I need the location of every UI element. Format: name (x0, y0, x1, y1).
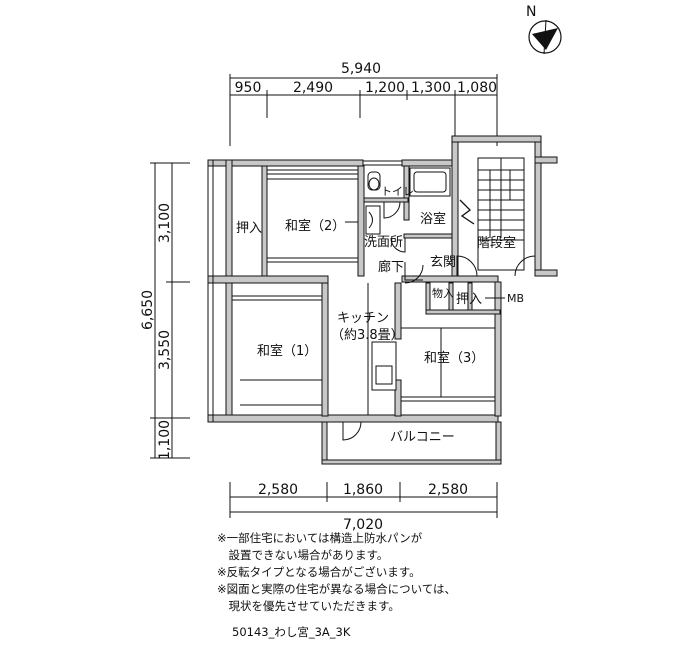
top-dimension-5: 1,080 (457, 80, 497, 96)
toilet-label: トイレ (381, 185, 414, 198)
bottom-dimension-3: 2,580 (428, 482, 468, 498)
north-label: N (526, 4, 536, 20)
plan-code: 50143_わし宮_3A_3K (232, 625, 351, 639)
note-line: 現状を優先させていただきます。 (217, 599, 400, 613)
left-dimension-lines (150, 162, 190, 459)
bottom-total-dimension: 7,020 (343, 517, 383, 533)
bottom-dimension-1: 2,580 (258, 482, 298, 498)
top-dimension-3: 1,200 (365, 80, 405, 96)
monoire-label: 物入 (432, 286, 454, 300)
left-dimension-2: 3,550 (157, 330, 173, 370)
genkan-label: 玄関 (430, 255, 456, 270)
top-dimension-4: 1,300 (411, 80, 451, 96)
notes: ※一部住宅においては構造上防水パンが 設置できない場合があります。 ※反転タイプ… (217, 530, 677, 615)
senmenjo-label: 洗面所 (364, 235, 403, 250)
washitsu-2-label: 和室（2） (285, 218, 345, 234)
washitsu-3-label: 和室（3） (424, 350, 484, 366)
sliding-doors (232, 169, 495, 415)
oshiire-right-label: 押入 (456, 292, 482, 307)
balcony-label: バルコニー (390, 430, 455, 445)
left-dimension-1: 3,100 (157, 203, 173, 243)
oshiire-left-label: 押入 (236, 221, 262, 236)
walls (207, 135, 558, 465)
bottom-dimension-lines (229, 482, 498, 518)
doors (342, 201, 536, 441)
north-compass-icon (528, 19, 562, 55)
kaidanshitsu-label: 階段室 (477, 235, 516, 251)
note-line: 設置できない場合があります。 (217, 548, 389, 562)
note-line: ※図面と実際の住宅が異なる場合については、 (217, 582, 457, 596)
top-dimension-2: 2,490 (293, 80, 333, 96)
staircase (459, 157, 525, 271)
washitsu-1-label: 和室（1） (257, 343, 317, 359)
bath-label: 浴室 (420, 211, 446, 227)
top-dimension-lines (229, 74, 498, 146)
kitchen-label-line2: （約3.8畳） (331, 328, 404, 343)
mb-label: MB (507, 292, 524, 305)
note-line: ※反転タイプとなる場合がございます。 (217, 565, 421, 579)
left-total-dimension: 6,650 (140, 290, 156, 330)
windows (207, 160, 402, 422)
note-line: ※一部住宅においては構造上防水パンが (217, 531, 423, 545)
rouka-label: 廊下 (378, 259, 404, 275)
kitchen-label-line1: キッチン (337, 311, 389, 326)
top-total-dimension: 5,940 (341, 61, 381, 77)
top-dimension-1: 950 (235, 80, 262, 96)
left-dimension-3: 1,100 (157, 420, 173, 460)
bottom-dimension-2: 1,860 (343, 482, 383, 498)
fixtures (365, 167, 451, 391)
